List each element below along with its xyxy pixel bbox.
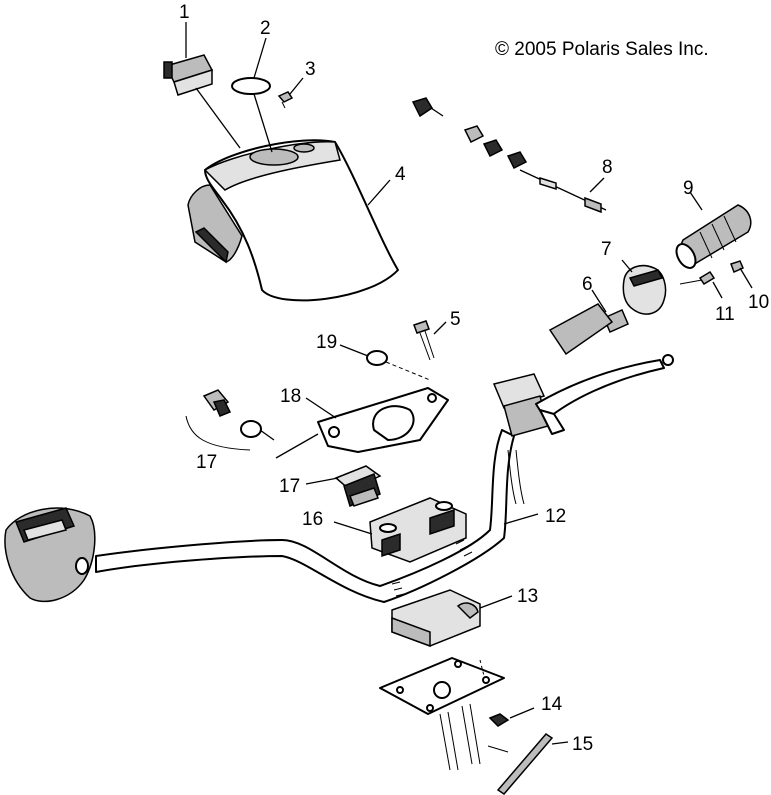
part-2-decal: [231, 77, 271, 95]
part-1-switch-block: [163, 54, 214, 96]
callout-18: 18: [280, 386, 301, 407]
part-6-bushing: [603, 309, 629, 333]
part-19-washer: [366, 350, 388, 366]
callout-14: 14: [541, 694, 563, 715]
part-17-key-switch: [334, 465, 382, 508]
callout-17-center: 17: [279, 476, 300, 497]
callout-2: 2: [260, 18, 271, 39]
callout-11: 11: [715, 304, 735, 325]
part-3-screw: [277, 91, 294, 109]
callout-6: 6: [582, 274, 593, 295]
callout-9: 9: [683, 178, 694, 199]
part-4-pod-cover: [187, 139, 399, 302]
part-5-bolt: [413, 320, 435, 361]
copyright-notice: © 2005 Polaris Sales Inc.: [495, 39, 709, 60]
callout-4: 4: [395, 164, 406, 185]
callout-8: 8: [602, 157, 613, 178]
part-14-nut: [488, 713, 510, 727]
callout-3: 3: [305, 59, 316, 80]
part-8-cable-adjuster: [411, 97, 607, 214]
steering-post-plate: [379, 657, 505, 771]
callout-13: 13: [517, 586, 538, 607]
callout-1: 1: [179, 2, 190, 23]
callout-7: 7: [601, 239, 612, 260]
part-17-switch-and-nut: [185, 389, 275, 451]
callout-17-left: 17: [196, 452, 217, 473]
part-18-mounting-plate: [275, 387, 449, 459]
callout-10: 10: [748, 292, 769, 313]
part-11-screw: [679, 270, 716, 286]
callout-5: 5: [450, 309, 461, 330]
callout-labels: 1 2 3 4 5 6 7 8 9 10 11 12 13 14 15 16 1…: [179, 2, 769, 755]
callout-15: 15: [572, 734, 593, 755]
part-7-throttle-housing: [622, 264, 667, 315]
part-15-cotter-pin: [487, 733, 554, 795]
brake-lever-master-cylinder: [492, 303, 674, 505]
part-16-upper-clamp: [369, 497, 467, 563]
left-switch-housing: [4, 507, 96, 603]
part-13-lower-clamp: [391, 589, 481, 648]
callout-16: 16: [302, 509, 323, 530]
callout-19: 19: [316, 332, 337, 353]
callout-12: 12: [545, 506, 566, 527]
part-9-grip: [675, 204, 752, 269]
